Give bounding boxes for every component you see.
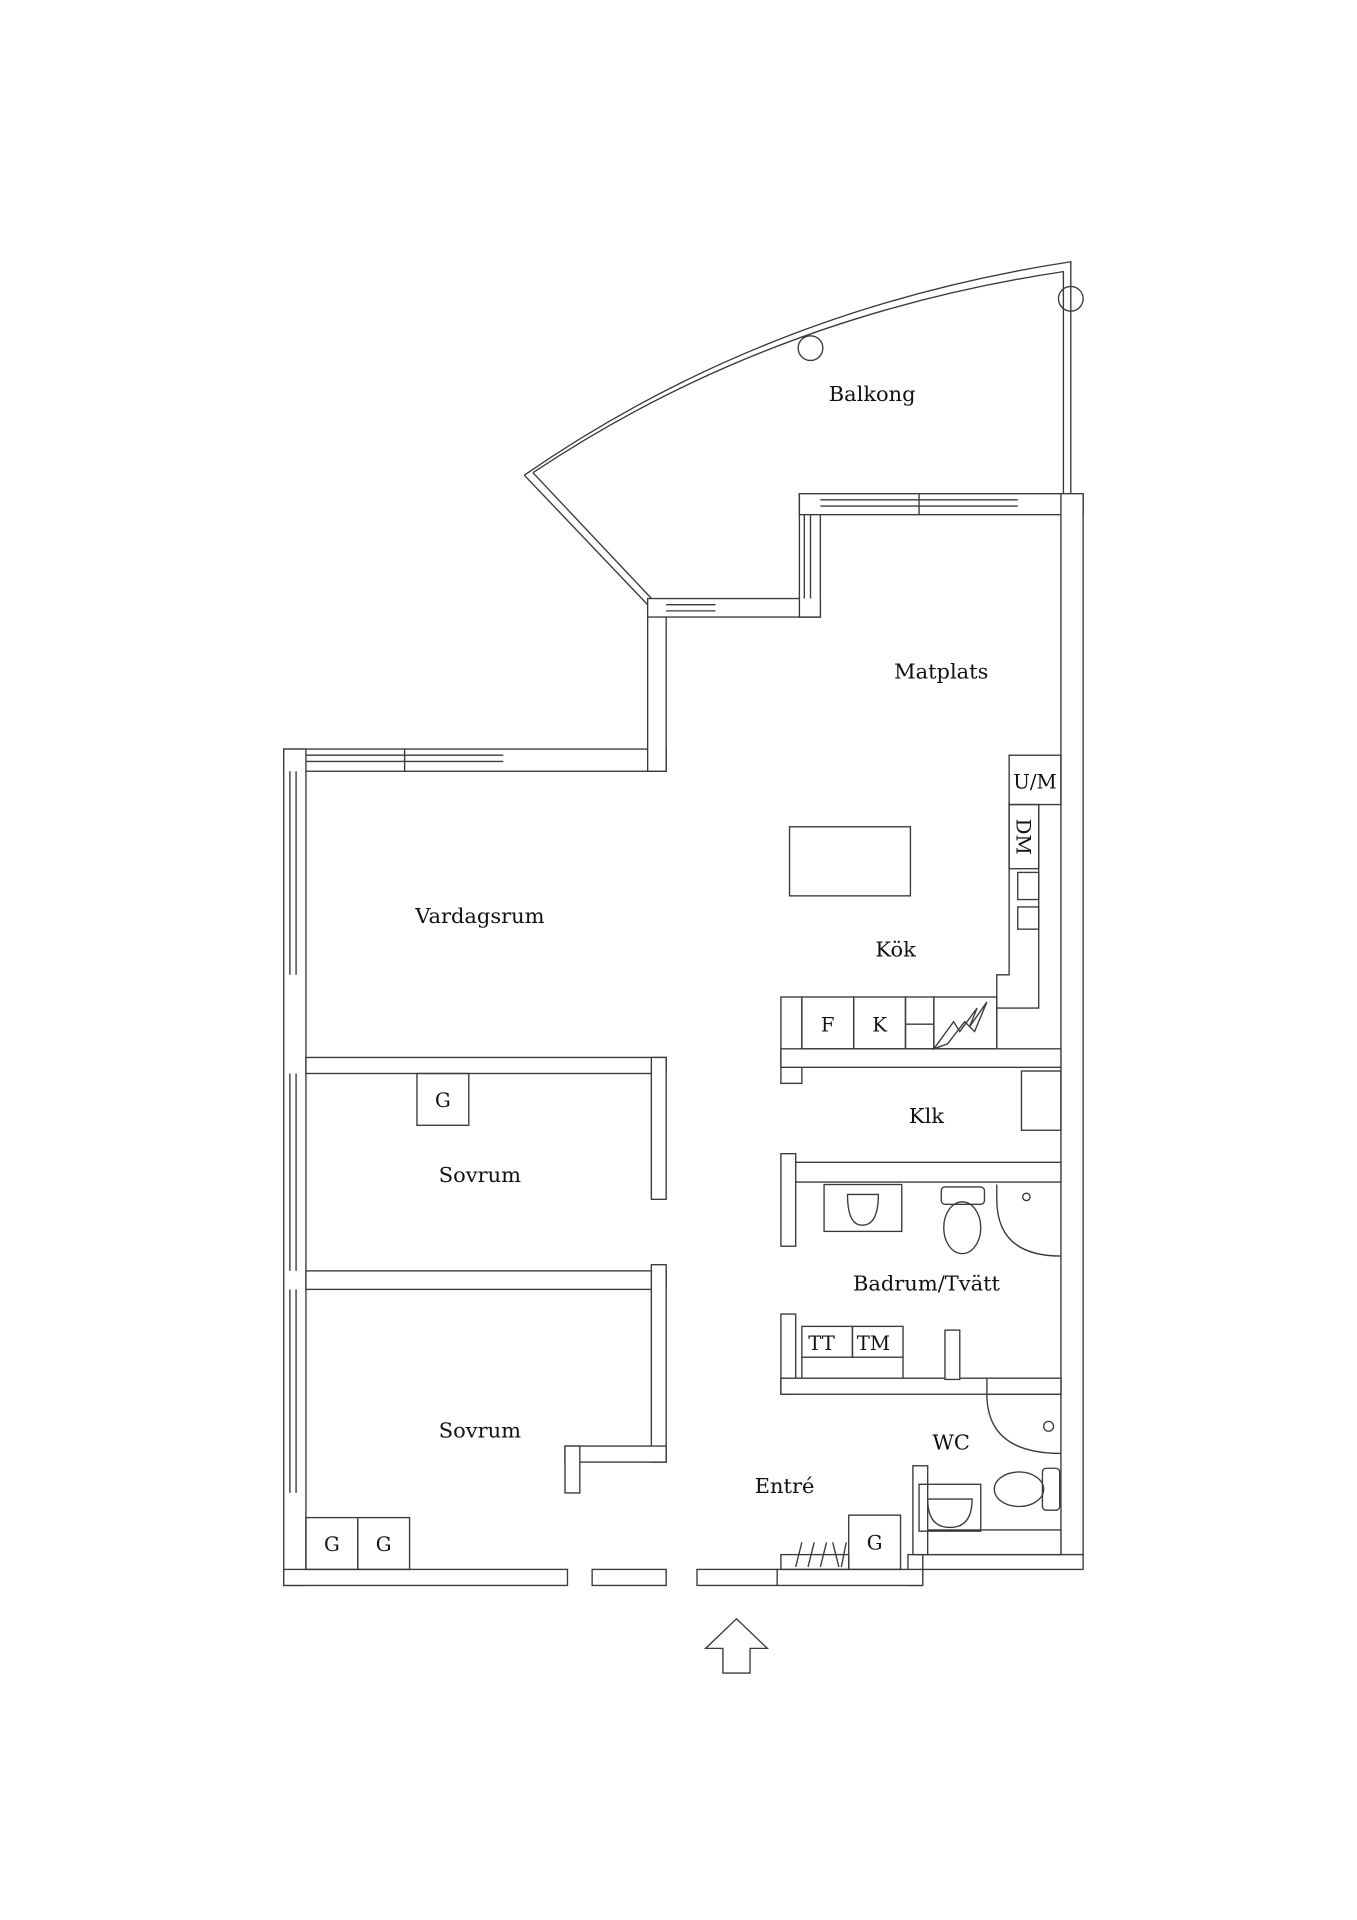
pillar-icon bbox=[1057, 285, 1084, 312]
wall bbox=[650, 1056, 667, 1201]
room-label-dining: Matplats bbox=[894, 660, 988, 684]
wall bbox=[912, 1465, 929, 1556]
shower-icon bbox=[986, 1394, 1061, 1455]
room-label-bedroom-1: Sovrum bbox=[439, 1163, 521, 1187]
wardrobe-label: G bbox=[376, 1533, 392, 1556]
balcony-outline bbox=[523, 260, 1084, 606]
wall bbox=[591, 1568, 667, 1587]
wall bbox=[798, 493, 1084, 516]
wall bbox=[564, 1445, 581, 1494]
wall bbox=[780, 996, 803, 1085]
washing-machine-label: TM bbox=[857, 1332, 890, 1355]
stove-icon bbox=[932, 1001, 988, 1051]
dishwasher-label: DM bbox=[1012, 819, 1035, 855]
wall bbox=[986, 1377, 1062, 1395]
wall bbox=[780, 1153, 797, 1247]
room-label-living: Vardagsrum bbox=[414, 904, 544, 928]
wardrobe-label: G bbox=[324, 1533, 340, 1556]
wall bbox=[927, 1529, 1062, 1556]
wall bbox=[283, 748, 667, 772]
wall bbox=[780, 1048, 1062, 1069]
walls bbox=[283, 493, 1084, 1587]
room-label-kitchen: Kök bbox=[875, 937, 916, 961]
wall bbox=[696, 1568, 778, 1587]
wall bbox=[944, 1329, 961, 1381]
wardrobe-label: G bbox=[435, 1089, 451, 1112]
wall bbox=[283, 748, 307, 1587]
fridge-freezer-label: U/M bbox=[1013, 771, 1056, 794]
room-label-bedroom-2: Sovrum bbox=[439, 1418, 521, 1442]
wall bbox=[305, 1056, 667, 1075]
room-label-closet: Klk bbox=[909, 1104, 944, 1128]
entrance-arrow-icon bbox=[703, 1617, 770, 1674]
wall bbox=[776, 1568, 924, 1587]
toilet-icon bbox=[993, 1467, 1061, 1511]
room-label-bathroom: Badrum/Tvätt bbox=[853, 1272, 1001, 1296]
wall bbox=[283, 1568, 569, 1587]
room-label-balcony: Balkong bbox=[829, 382, 916, 406]
kitchen-fixtures bbox=[788, 754, 1062, 1131]
washing-machine-box bbox=[851, 1325, 904, 1358]
tumble-dryer-label: TT bbox=[808, 1332, 835, 1355]
freezer-label: F bbox=[821, 1014, 835, 1037]
sink-icon bbox=[927, 1498, 973, 1529]
pillar-icon bbox=[797, 335, 824, 362]
bathroom-fixtures bbox=[801, 1183, 1061, 1532]
kitchen-island bbox=[788, 826, 912, 897]
sink-icon bbox=[846, 1193, 880, 1226]
wardrobes bbox=[305, 1072, 902, 1571]
wall bbox=[646, 597, 822, 618]
wall bbox=[788, 1161, 1062, 1183]
shower-icon bbox=[996, 1184, 1061, 1257]
stove-icon bbox=[933, 996, 998, 1050]
wall bbox=[650, 1264, 667, 1463]
fridge-label: K bbox=[872, 1014, 888, 1037]
wall bbox=[646, 604, 667, 772]
wardrobe-label: G bbox=[867, 1532, 883, 1555]
room-label-entrance: Entré bbox=[755, 1474, 815, 1498]
windows bbox=[289, 493, 1018, 1493]
closet-shelf bbox=[1020, 1070, 1062, 1131]
room-label-wc: WC bbox=[932, 1431, 970, 1455]
wall bbox=[1060, 493, 1084, 1556]
wall bbox=[922, 1553, 1084, 1571]
wall bbox=[305, 1270, 667, 1291]
toilet-icon bbox=[940, 1186, 986, 1255]
